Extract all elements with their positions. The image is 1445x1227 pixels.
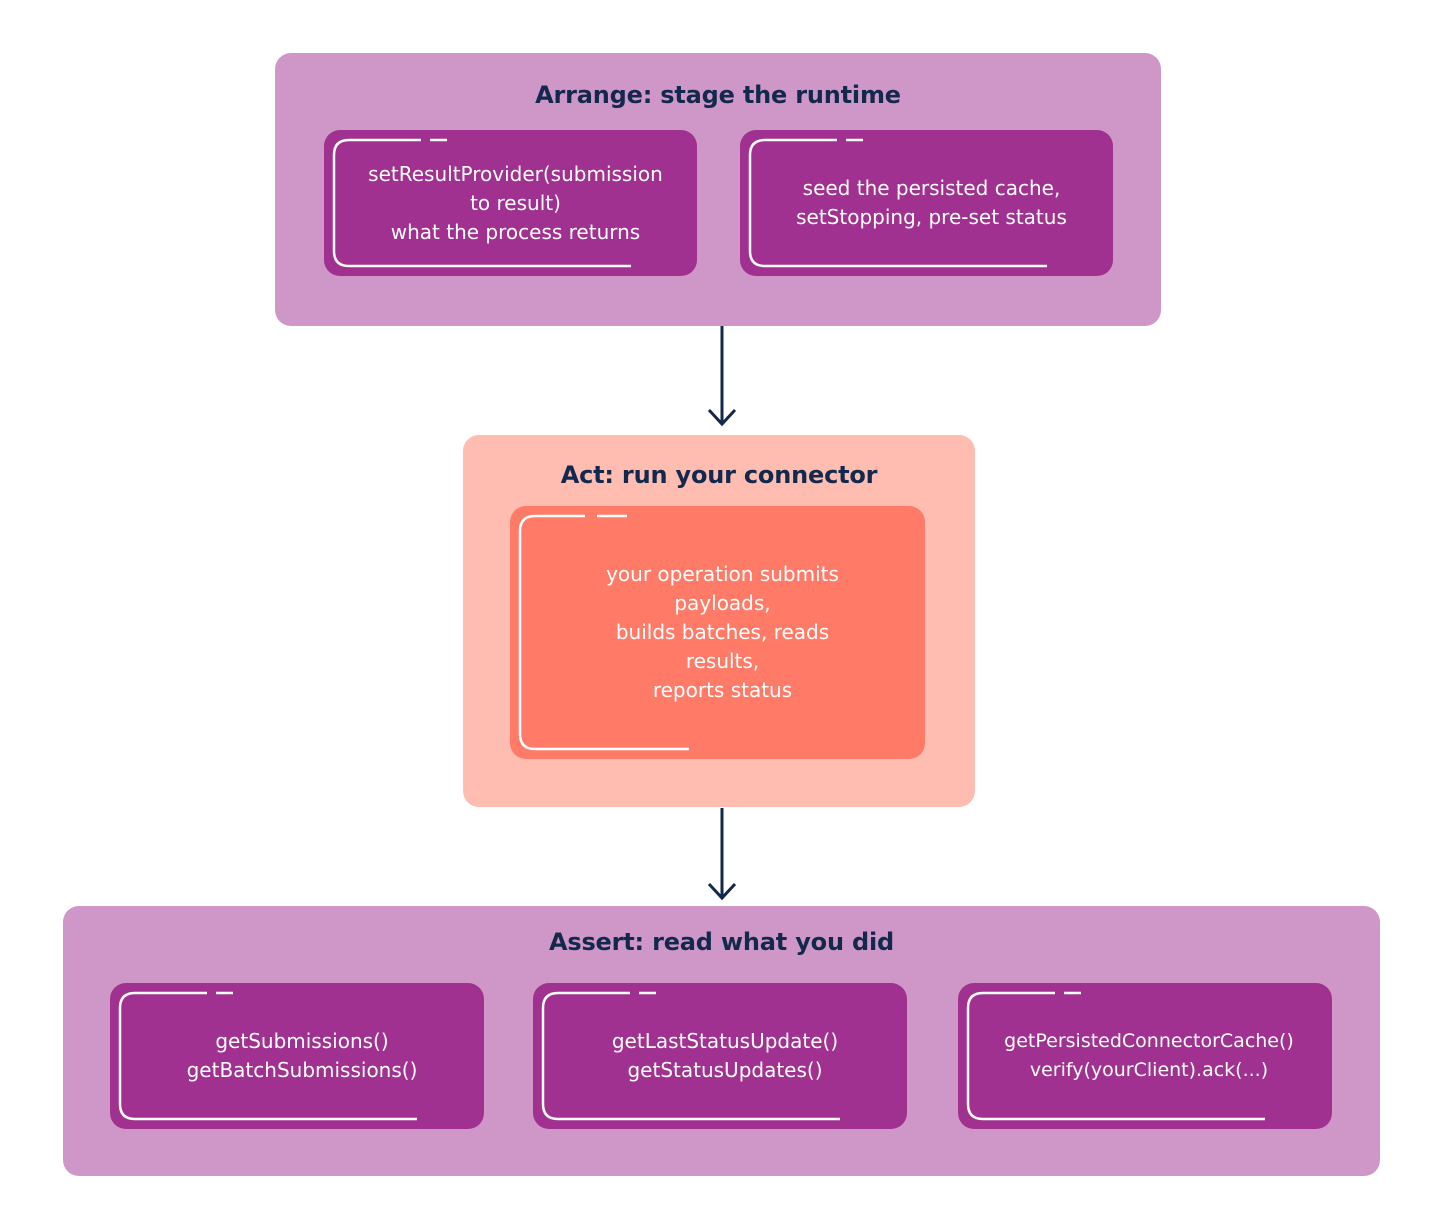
card-line: reports status — [652, 678, 793, 702]
card-line: setResultProvider(submission — [368, 161, 663, 186]
assert-card-persisted-cache: getPersistedConnectorCache() verify(your… — [958, 983, 1332, 1129]
card-line: builds batches, reads — [615, 620, 830, 644]
act-card-operation: your operation submits payloads, builds … — [510, 506, 925, 759]
arrange-card-result-provider: setResultProvider(submission to result) … — [324, 130, 697, 276]
arrange-card-text: seed the persisted cache, setStopping, p… — [760, 130, 1103, 276]
card-line: payloads, — [674, 591, 771, 615]
arrow-down-icon — [707, 326, 737, 427]
act-card-text: your operation submits payloads, builds … — [530, 506, 915, 759]
card-line: verify(yourClient).ack(...) — [1029, 1059, 1269, 1081]
assert-panel: Assert: read what you did getSubmissions… — [63, 906, 1380, 1176]
arrange-panel: Arrange: stage the runtime setResultProv… — [275, 53, 1161, 326]
assert-card-text: getLastStatusUpdate() getStatusUpdates() — [553, 983, 897, 1129]
card-line: getLastStatusUpdate() — [611, 1029, 839, 1053]
assert-card-text: getPersistedConnectorCache() verify(your… — [970, 983, 1328, 1129]
arrange-card-text: setResultProvider(submission to result) … — [344, 130, 687, 276]
card-line: to result) — [470, 190, 561, 215]
card-line: your operation submits — [606, 562, 839, 586]
card-line: setStopping, pre-set status — [796, 205, 1067, 229]
card-line: results, — [685, 649, 760, 673]
act-panel: Act: run your connector your operation s… — [463, 435, 975, 807]
assert-title: Assert: read what you did — [549, 928, 894, 956]
card-line: getStatusUpdates() — [627, 1058, 823, 1082]
assert-card-submissions: getSubmissions() getBatchSubmissions() — [110, 983, 484, 1129]
arrange-title: Arrange: stage the runtime — [535, 81, 901, 109]
act-title: Act: run your connector — [560, 461, 878, 489]
assert-card-status-updates: getLastStatusUpdate() getStatusUpdates() — [533, 983, 907, 1129]
assert-card-text: getSubmissions() getBatchSubmissions() — [130, 983, 474, 1129]
card-line: getSubmissions() — [215, 1029, 389, 1053]
card-line: getPersistedConnectorCache() — [1004, 1030, 1294, 1052]
arrow-down-icon — [707, 808, 737, 901]
card-line: what the process returns — [390, 219, 641, 244]
card-line: seed the persisted cache, — [802, 176, 1061, 200]
arrange-card-seed-cache: seed the persisted cache, setStopping, p… — [740, 130, 1113, 276]
card-line: getBatchSubmissions() — [186, 1058, 418, 1082]
